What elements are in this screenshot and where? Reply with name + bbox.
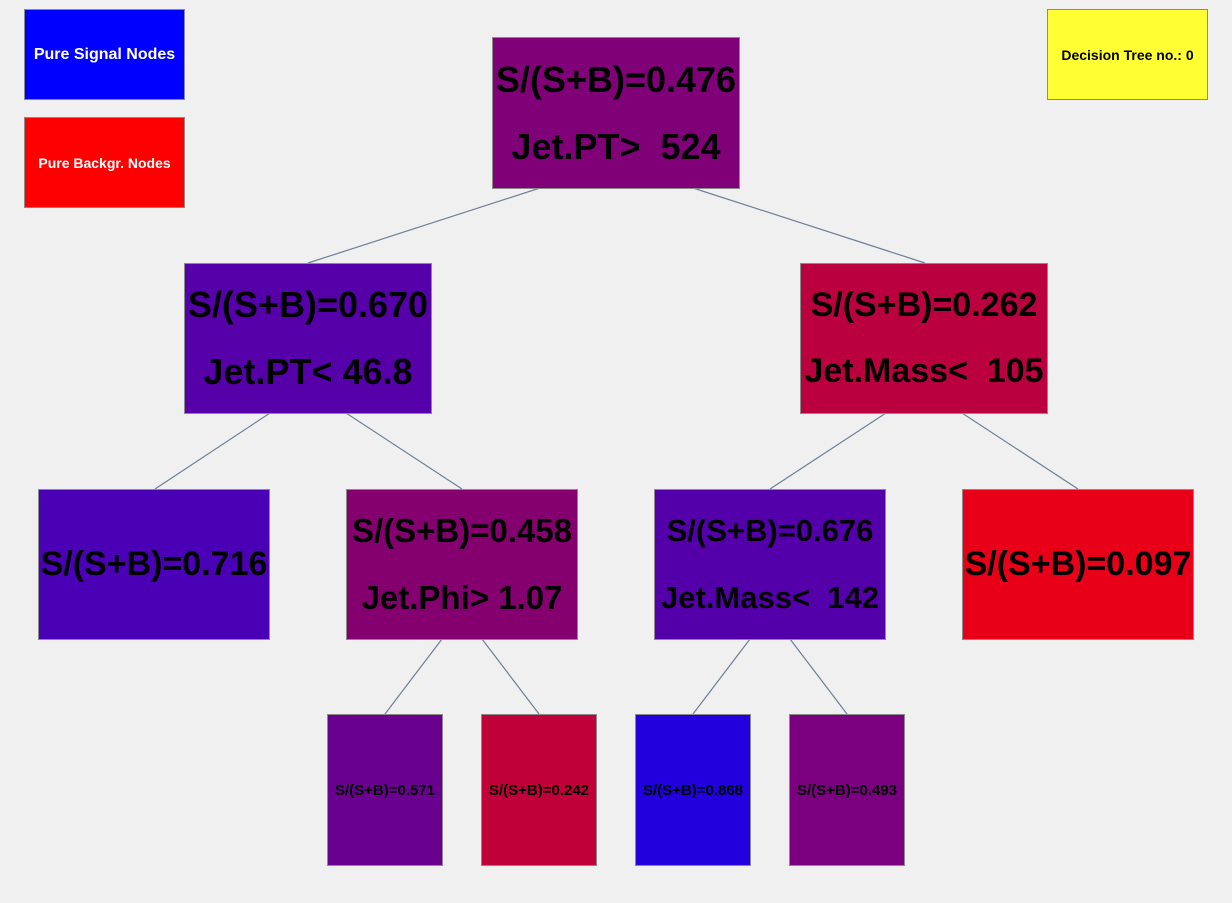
legend-signal: Pure Signal Nodes	[24, 9, 185, 100]
node-n6: S/(S+B)=0.097	[962, 489, 1194, 640]
edge-n1-n3	[154, 412, 271, 490]
legend-signal-label: Pure Signal Nodes	[33, 45, 176, 63]
node-n7: S/(S+B)=0.571	[327, 714, 443, 866]
node-n5-purity: S/(S+B)=0.676	[666, 513, 874, 549]
edge-root-n2	[692, 187, 926, 264]
node-n10-purity: S/(S+B)=0.493	[796, 781, 898, 799]
node-root-purity: S/(S+B)=0.476	[495, 58, 737, 100]
edge-n4-n7	[384, 638, 443, 715]
edge-n2-n6	[961, 412, 1079, 490]
node-root: S/(S+B)=0.476 Jet.PT> 524	[492, 37, 740, 189]
node-n3: S/(S+B)=0.716	[38, 489, 270, 640]
node-n1-purity: S/(S+B)=0.670	[187, 284, 429, 326]
node-n2: S/(S+B)=0.262 Jet.Mass< 105	[800, 263, 1048, 414]
node-n5-cut: Jet.Mass< 142	[660, 579, 879, 615]
node-n2-purity: S/(S+B)=0.262	[810, 285, 1038, 324]
node-n4: S/(S+B)=0.458 Jet.Phi> 1.07	[346, 489, 578, 640]
node-n10: S/(S+B)=0.493	[789, 714, 905, 866]
tree-number-label: Decision Tree no.: 0	[1047, 9, 1208, 100]
tree-number-text: Decision Tree no.: 0	[1061, 46, 1194, 63]
node-n6-purity: S/(S+B)=0.097	[964, 545, 1192, 583]
node-n8-purity: S/(S+B)=0.242	[488, 781, 590, 799]
edge-root-n1	[307, 187, 541, 264]
node-n2-cut: Jet.Mass< 105	[804, 352, 1044, 391]
legend-background-label: Pure Backgr. Nodes	[38, 154, 171, 171]
node-n4-cut: Jet.Phi> 1.07	[361, 578, 563, 616]
node-n9: S/(S+B)=0.868	[635, 714, 751, 866]
edge-n5-n9	[692, 638, 751, 715]
node-n5: S/(S+B)=0.676 Jet.Mass< 142	[654, 489, 886, 640]
edge-n5-n10	[789, 638, 848, 715]
node-n1-cut: Jet.PT< 46.8	[203, 350, 413, 392]
edge-n4-n8	[481, 638, 540, 715]
node-n4-purity: S/(S+B)=0.458	[351, 512, 573, 550]
node-n1: S/(S+B)=0.670 Jet.PT< 46.8	[184, 263, 432, 414]
node-n8: S/(S+B)=0.242	[481, 714, 597, 866]
edge-n1-n4	[345, 412, 463, 490]
node-root-cut: Jet.PT> 524	[511, 125, 721, 167]
node-n9-purity: S/(S+B)=0.868	[642, 781, 744, 799]
node-n7-purity: S/(S+B)=0.571	[334, 781, 436, 799]
edge-n2-n5	[769, 412, 887, 490]
node-n3-purity: S/(S+B)=0.716	[40, 545, 268, 583]
legend-background: Pure Backgr. Nodes	[24, 117, 185, 208]
